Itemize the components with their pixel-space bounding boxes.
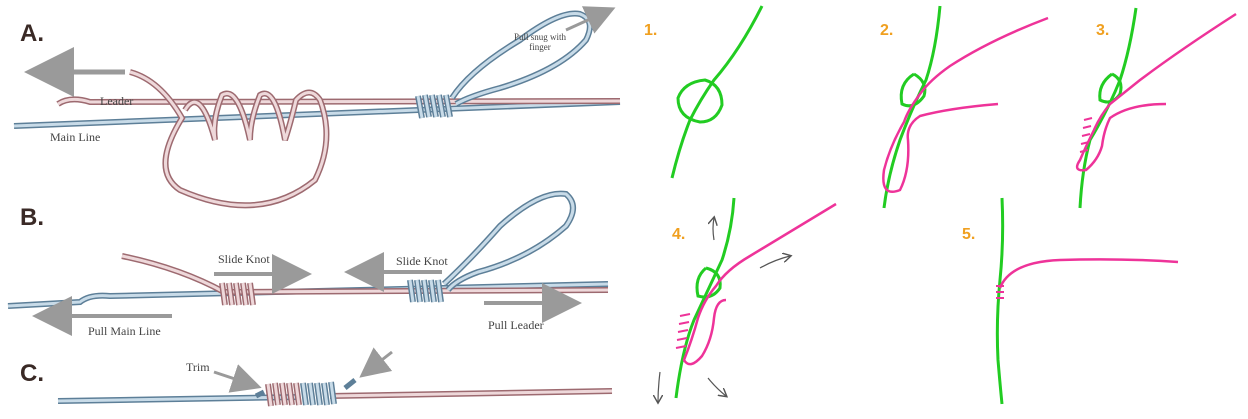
main-line-c (57, 394, 301, 404)
main-line-b (7, 281, 609, 309)
pull-arrow-a-right (565, 6, 616, 34)
sketch-step-number-3: 3. (1096, 22, 1110, 39)
pull-leader-label: Pull Leader (488, 318, 544, 332)
finished-knot-c (254, 378, 357, 407)
slide-knot-right (407, 190, 576, 303)
sketch-step-number-5: 5. (962, 226, 976, 243)
sketch-step-number-2: 2. (880, 22, 894, 39)
main-line-label: Main Line (50, 130, 101, 144)
step-label-a: A. (20, 20, 44, 47)
slide-knot-left-label: Slide Knot (218, 252, 270, 266)
leader-line-a (56, 96, 621, 107)
main-line-a (13, 99, 621, 129)
sketch-step-number-1: 1. (644, 22, 658, 39)
pull-main-line-label: Pull Main Line (88, 324, 161, 338)
panel-a (13, 6, 621, 209)
trim-arrow-left (213, 364, 262, 393)
slide-knot-left (219, 282, 256, 306)
trim-arrow-right (359, 347, 393, 378)
leader-line-c (329, 388, 613, 399)
sketch-step-1 (670, 5, 764, 179)
panel-b (7, 190, 609, 336)
trim-label: Trim (186, 360, 210, 374)
sketch-step-2 (882, 5, 1049, 209)
slide-knot-right-label: Slide Knot (396, 254, 448, 268)
pull-snug-label: Pull snug with finger (513, 32, 566, 52)
step-label-c: C. (20, 360, 44, 387)
leader-label: Leader (100, 94, 134, 108)
panel-c (57, 347, 613, 407)
sketch-step-5 (995, 197, 1179, 405)
sketch-step-number-4: 4. (672, 226, 686, 243)
sketch-step-3 (1075, 7, 1237, 209)
step-label-b: B. (20, 204, 44, 231)
sketch-step-4 (658, 197, 837, 402)
leader-loop-a (129, 69, 330, 209)
